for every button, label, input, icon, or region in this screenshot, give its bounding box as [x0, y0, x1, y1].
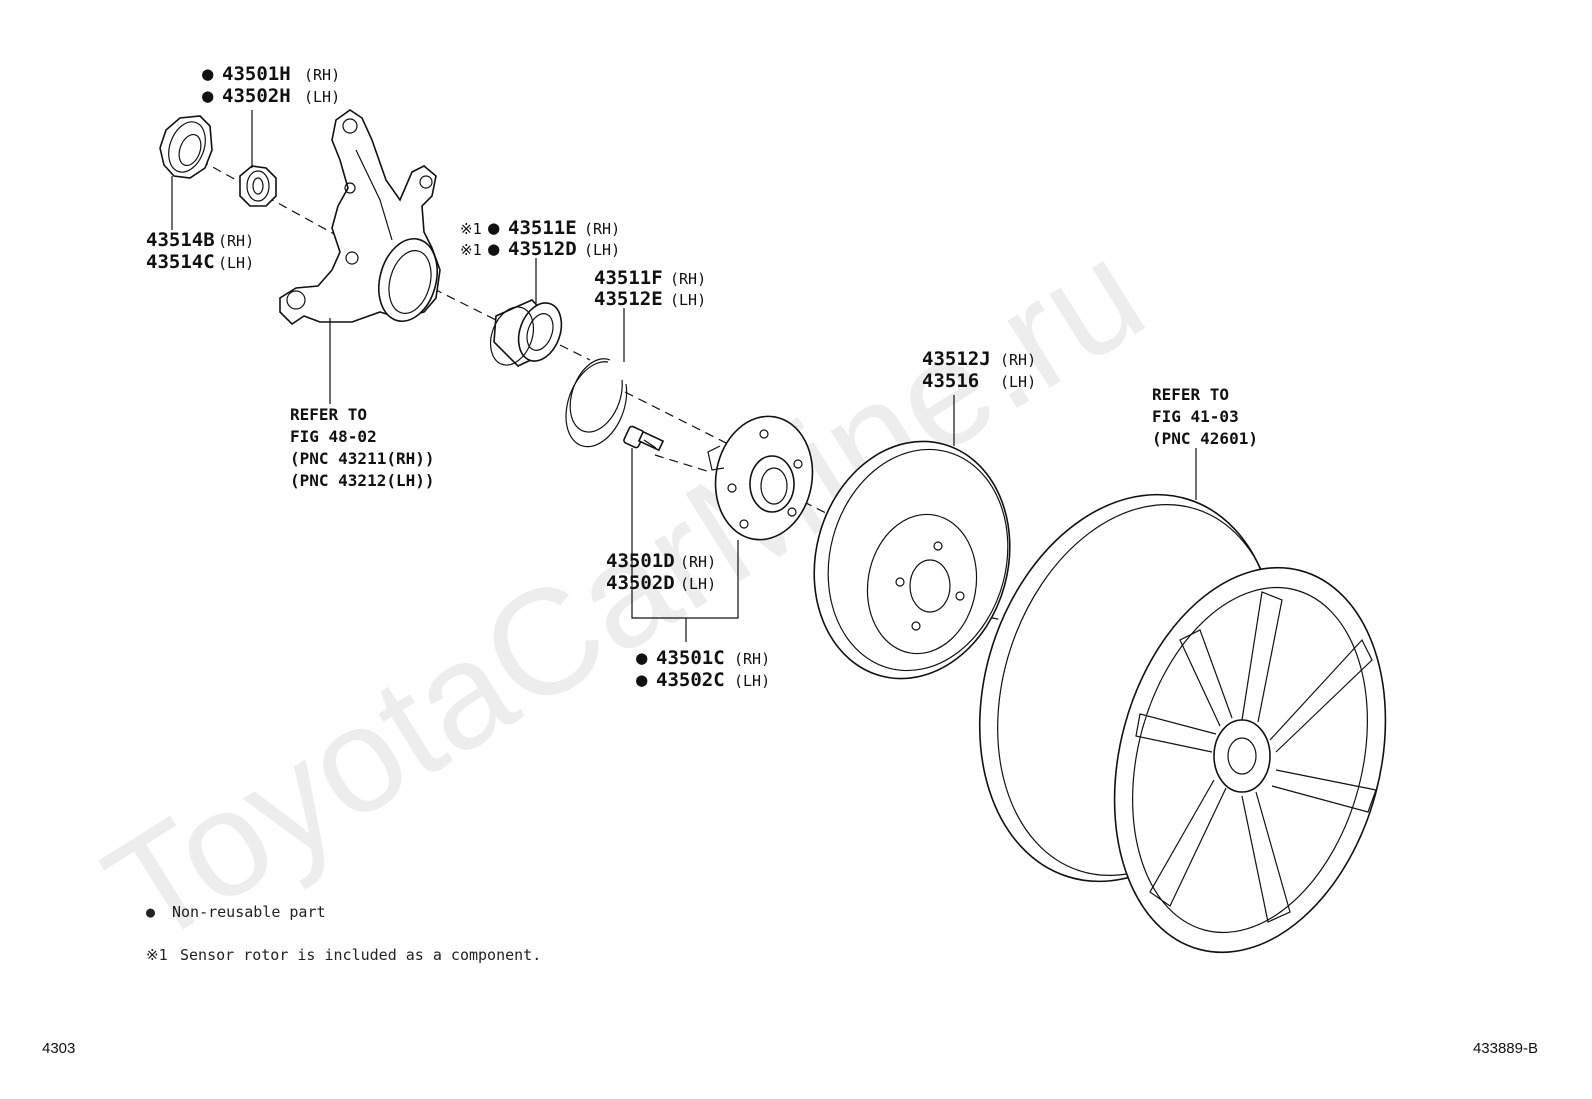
- legend-non-reusable: Non-reusable part: [172, 903, 326, 921]
- non-reusable-mark: ●: [488, 217, 500, 239]
- callout-43501h[interactable]: ● 43501H (RH): [202, 63, 340, 85]
- callout-43502h[interactable]: ● 43502H (LH): [202, 85, 340, 107]
- side-marker: (LH): [1000, 373, 1036, 391]
- part-number: 43512J: [922, 348, 991, 370]
- side-marker: (RH): [680, 553, 716, 571]
- part-number: 43502C: [656, 669, 725, 691]
- callout-43514b[interactable]: 43514B (RH): [146, 229, 254, 251]
- part-number: 43512E: [594, 288, 663, 310]
- side-marker: (LH): [304, 88, 340, 106]
- side-marker: (LH): [670, 291, 706, 309]
- side-marker: (LH): [734, 672, 770, 690]
- lock-nut-part: [239, 165, 277, 207]
- disc-wheel-part: [978, 493, 1387, 954]
- steering-knuckle-part: [279, 109, 441, 326]
- side-marker: (RH): [304, 66, 340, 84]
- part-number: 43514C: [146, 251, 215, 273]
- hub-bolt-part: [623, 425, 665, 452]
- reference-line: FIG 48-02: [290, 427, 377, 446]
- callout-43511e[interactable]: ※1 ● 43511E (RH): [460, 217, 620, 239]
- non-reusable-mark: ●: [202, 63, 214, 85]
- axle-hub-part: [707, 415, 814, 541]
- part-number: 43502H: [222, 85, 291, 107]
- part-number: 43514B: [146, 229, 215, 251]
- reference-line: FIG 41-03: [1152, 407, 1239, 426]
- snap-ring-part: [565, 358, 628, 448]
- callout-43502c[interactable]: ● 43502C (LH): [636, 669, 770, 691]
- part-number: 43516: [922, 370, 979, 392]
- non-reusable-mark: ●: [202, 85, 214, 107]
- non-reusable-mark: ●: [636, 669, 648, 691]
- side-marker: (RH): [218, 232, 254, 250]
- side-marker: (RH): [734, 650, 770, 668]
- side-marker: (RH): [670, 270, 706, 288]
- disc-rotor-part: [813, 440, 1011, 680]
- reference-line: REFER TO: [290, 405, 367, 424]
- knuckle-reference[interactable]: REFER TO FIG 48-02 (PNC 43211(RH)) (PNC …: [290, 405, 435, 490]
- reference-line: (PNC 43211(RH)): [290, 449, 435, 468]
- part-number: 43511F: [594, 267, 663, 289]
- reference-line: REFER TO: [1152, 385, 1229, 404]
- callout-43511f[interactable]: 43511F (RH): [594, 267, 706, 289]
- reference-line: (PNC 42601): [1152, 429, 1258, 448]
- part-number: 43501D: [606, 550, 675, 572]
- part-number: 43512D: [508, 238, 577, 260]
- side-marker: (LH): [218, 254, 254, 272]
- part-callouts: ● 43501H (RH) ● 43502H (LH) 43514B (RH) …: [146, 63, 1036, 691]
- leader-lines: [171, 110, 1197, 642]
- callout-43512j[interactable]: 43512J (RH): [922, 348, 1036, 370]
- wheel-reference[interactable]: REFER TO FIG 41-03 (PNC 42601): [1152, 385, 1258, 448]
- figure-number: 4303: [42, 1040, 75, 1057]
- part-number: 43501C: [656, 647, 725, 669]
- callout-43514c[interactable]: 43514C (LH): [146, 251, 254, 273]
- non-reusable-mark: ●: [636, 647, 648, 669]
- side-marker: (LH): [584, 241, 620, 259]
- legend-note1: Sensor rotor is included as a component.: [180, 946, 541, 964]
- reference-line: (PNC 43212(LH)): [290, 471, 435, 490]
- legend: ● Non-reusable part ※1 Sensor rotor is i…: [146, 903, 541, 964]
- note-mark: ※1: [460, 241, 482, 259]
- callout-43501c[interactable]: ● 43501C (RH): [636, 647, 770, 669]
- hub-bearing-part: [489, 299, 563, 367]
- side-marker: (RH): [584, 220, 620, 238]
- illustration-id: 433889-B: [1473, 1040, 1538, 1057]
- side-marker: (LH): [680, 575, 716, 593]
- callout-43512d[interactable]: ※1 ● 43512D (LH): [460, 238, 620, 260]
- callout-43501d[interactable]: 43501D (RH): [606, 550, 716, 572]
- note-mark: ※1: [460, 220, 482, 238]
- part-number: 43501H: [222, 63, 291, 85]
- part-number: 43511E: [508, 217, 577, 239]
- hub-cap-part: [159, 115, 213, 179]
- callout-43516[interactable]: 43516 (LH): [922, 370, 1036, 392]
- non-reusable-mark: ●: [146, 903, 155, 921]
- side-marker: (RH): [1000, 351, 1036, 369]
- callout-43502d[interactable]: 43502D (LH): [606, 572, 716, 594]
- part-number: 43502D: [606, 572, 675, 594]
- callout-43512e[interactable]: 43512E (LH): [594, 288, 706, 310]
- note-mark: ※1: [146, 946, 168, 964]
- non-reusable-mark: ●: [488, 238, 500, 260]
